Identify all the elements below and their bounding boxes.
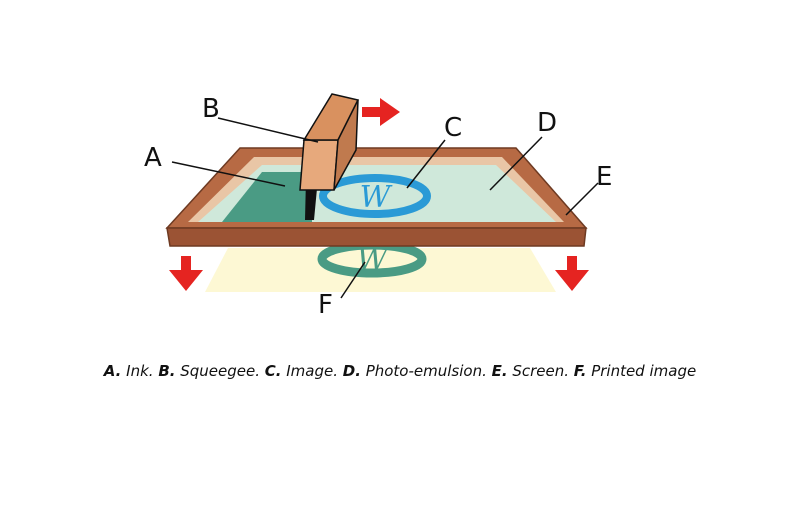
caption-text-c: Image. xyxy=(281,362,343,380)
label-a: A xyxy=(144,143,162,173)
caption-text-e: Screen. xyxy=(507,362,574,380)
caption-key-d: D. xyxy=(342,362,361,380)
label-f: F xyxy=(318,290,333,320)
frame-front-edge xyxy=(166,227,587,247)
leader-line-e xyxy=(565,182,599,216)
caption-text-d: Photo-emulsion. xyxy=(360,362,492,380)
squeegee xyxy=(299,93,360,220)
screen-image-letter: W xyxy=(360,180,393,215)
caption-text-f: Printed image xyxy=(586,362,697,380)
caption-text-b: Squeegee. xyxy=(175,362,265,380)
caption-text-a: Ink. xyxy=(121,362,159,380)
squeegee-handle-side xyxy=(333,99,359,191)
printed-image-letter: W xyxy=(357,243,390,278)
caption-key-a: A. xyxy=(103,362,122,380)
leader-line-f xyxy=(340,261,366,299)
label-d: D xyxy=(537,108,557,138)
caption-key-b: B. xyxy=(158,362,176,380)
squeegee-handle-front xyxy=(299,139,339,191)
caption-key-e: E. xyxy=(491,362,508,380)
ink-area xyxy=(222,172,312,222)
label-c: C xyxy=(444,113,462,143)
arrow-down-icon xyxy=(169,256,203,291)
arrow-right-icon xyxy=(362,98,400,126)
leader-line-a xyxy=(171,161,286,187)
caption-key-f: F. xyxy=(573,362,587,380)
leader-line-b xyxy=(217,117,319,143)
caption-key-c: C. xyxy=(264,362,282,380)
leader-line-c xyxy=(406,139,446,189)
screen-image: W xyxy=(319,174,431,218)
leader-line-d xyxy=(489,136,543,191)
figure-caption: A. Ink. B. Squeegee. C. Image. D. Photo-… xyxy=(0,362,800,380)
arrow-down-icon xyxy=(555,256,589,291)
label-e: E xyxy=(596,162,612,192)
label-b: B xyxy=(202,94,220,124)
